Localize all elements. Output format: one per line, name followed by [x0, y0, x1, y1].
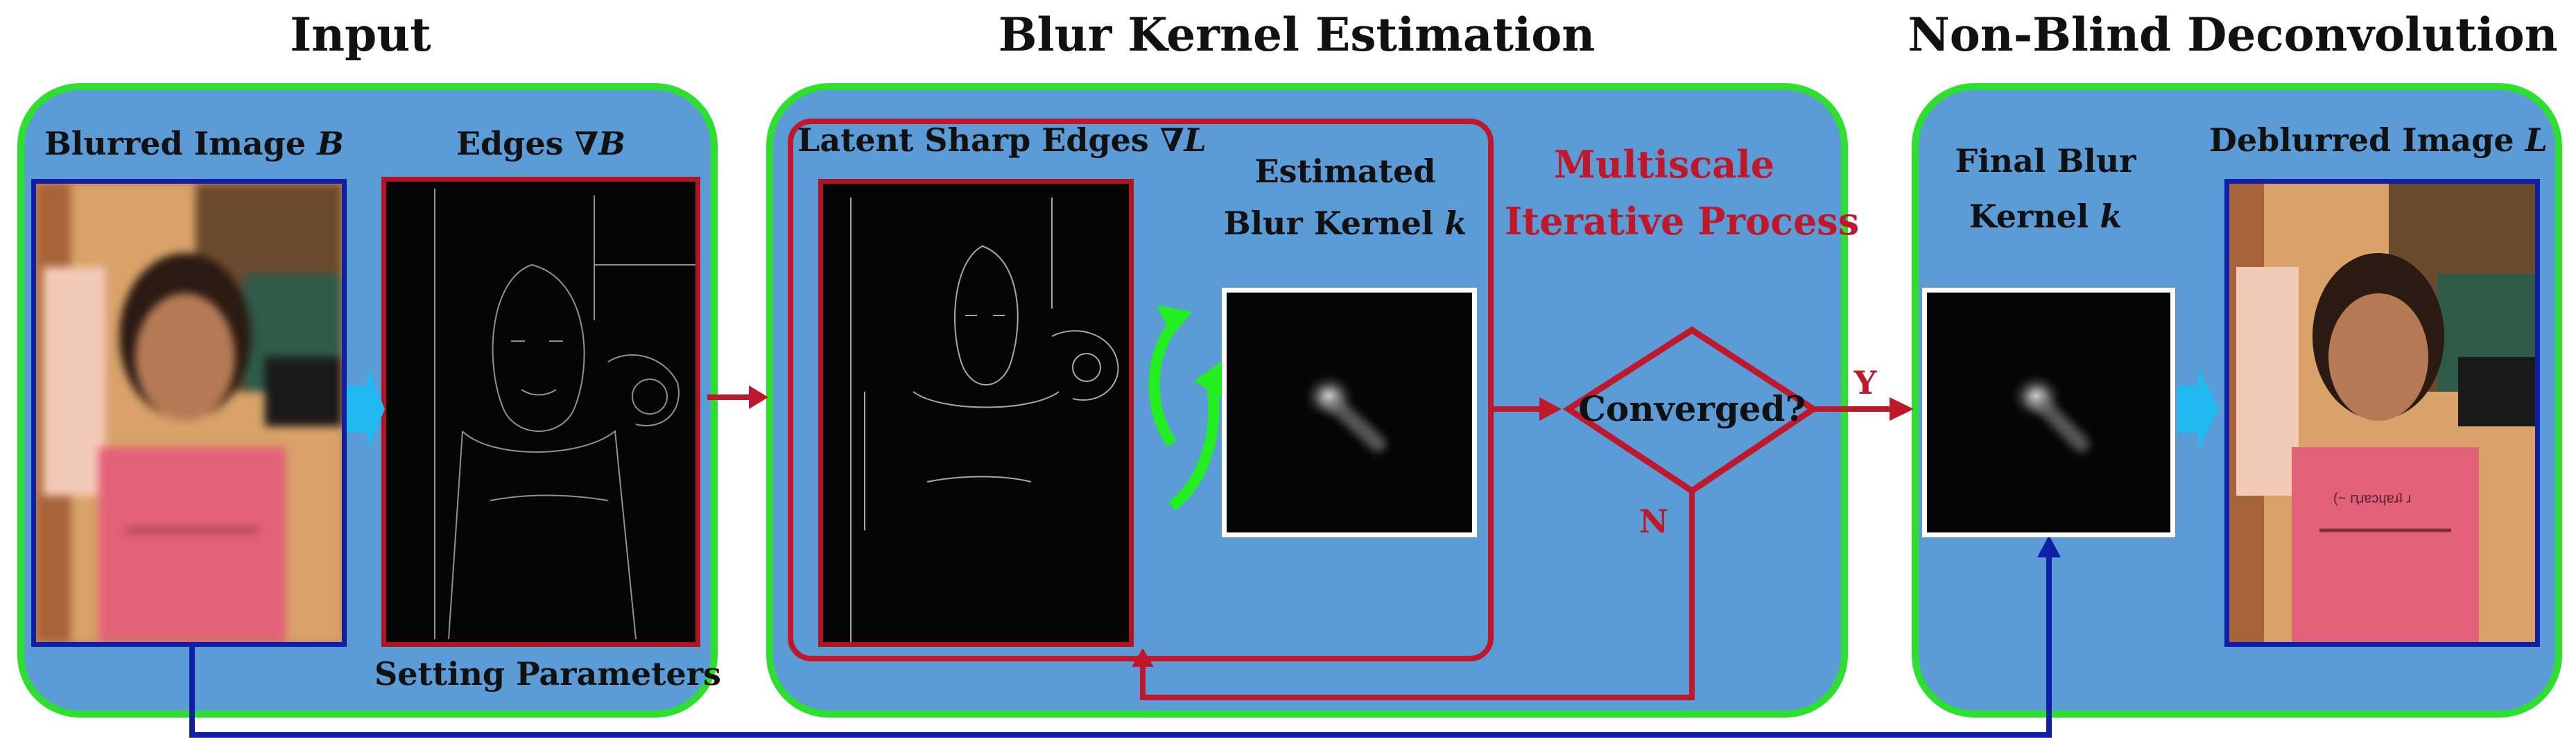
deblurred-image-label: Deblurred Image L — [2205, 121, 2552, 159]
cyan-arrow-input — [347, 367, 385, 451]
blurred-image-label: Blurred Image B — [42, 125, 347, 162]
edges-label: Edges ∇B — [381, 125, 700, 162]
red-arrow-yes — [1890, 397, 1914, 421]
deblurred-image-label-text: Deblurred Image — [2209, 121, 2514, 159]
blue-arrow-head — [2037, 535, 2061, 557]
red-loop-no — [1140, 491, 1695, 700]
latent-sharp-edges-label-text: Latent Sharp Edges ∇ — [797, 121, 1184, 159]
multiscale-label-line2: Iterative Process — [1505, 199, 1860, 243]
iteration-loop-box — [788, 119, 1494, 661]
setting-parameters-label: Setting Parameters — [374, 655, 721, 693]
estimated-blur-kernel-label: Blur Kernel k — [1220, 205, 1470, 242]
blue-connector — [189, 555, 2052, 738]
latent-edges-sketch — [850, 198, 1119, 642]
section-title-blur-kernel-estimation: Blur Kernel Estimation — [998, 8, 1596, 62]
edges-label-text: Edges ∇ — [456, 125, 599, 162]
multiscale-label-line1: Multiscale — [1553, 142, 1775, 186]
final-kernel-label: Kernel k — [1928, 198, 2163, 235]
estimated-blur-kernel-text: Blur Kernel — [1223, 205, 1434, 242]
edges-symbol: B — [598, 125, 626, 162]
estimated-label: Estimated — [1254, 153, 1436, 190]
deblurred-image: (~ ԥɹɐɔɥɐɹʇ ɹ — [2224, 179, 2540, 647]
cyan-arrow-output — [2177, 367, 2219, 451]
shirt-text: (~ ԥɹɐɔɥɐɹʇ ɹ — [2333, 491, 2411, 506]
section-title-non-blind-deconvolution: Non-Blind Deconvolution — [1908, 8, 2558, 62]
yes-label: Y — [1853, 364, 1877, 401]
blurred-photo-illustration — [36, 184, 342, 642]
latent-sharp-edges-label: Latent Sharp Edges ∇L — [797, 121, 1207, 159]
kernel-blob — [1302, 372, 1386, 452]
green-cycle-arrow-right — [1168, 376, 1220, 511]
blurred-image-label-text: Blurred Image — [44, 125, 306, 162]
deblurred-image-symbol: L — [2525, 121, 2548, 159]
estimated-blur-kernel-symbol: k — [1444, 205, 1467, 242]
final-blur-kernel-image — [1922, 288, 2175, 537]
red-arrow-to-converged — [1539, 397, 1562, 421]
blurred-image — [31, 179, 347, 647]
final-blur-label: Final Blur — [1955, 142, 2136, 180]
final-kernel-blob — [2009, 372, 2089, 452]
estimated-blur-kernel-image — [1222, 288, 1477, 537]
edges-image — [381, 177, 700, 647]
latent-sharp-edges-image — [818, 179, 1134, 647]
latent-sharp-edges-symbol: L — [1184, 121, 1207, 159]
blurred-image-symbol: B — [317, 125, 345, 162]
final-kernel-symbol: k — [2100, 198, 2123, 235]
final-kernel-text: Kernel — [1969, 198, 2089, 235]
no-label: N — [1639, 503, 1669, 540]
section-title-input: Input — [290, 8, 431, 62]
edges-sketch — [434, 189, 695, 640]
converged-label: Converged? — [1578, 388, 1806, 429]
green-cycle-arrow-left — [1148, 315, 1183, 447]
red-arrow-to-estimation — [749, 385, 768, 409]
deblurred-photo-illustration: (~ ԥɹɐɔɥɐɹʇ ɹ — [2229, 184, 2535, 642]
